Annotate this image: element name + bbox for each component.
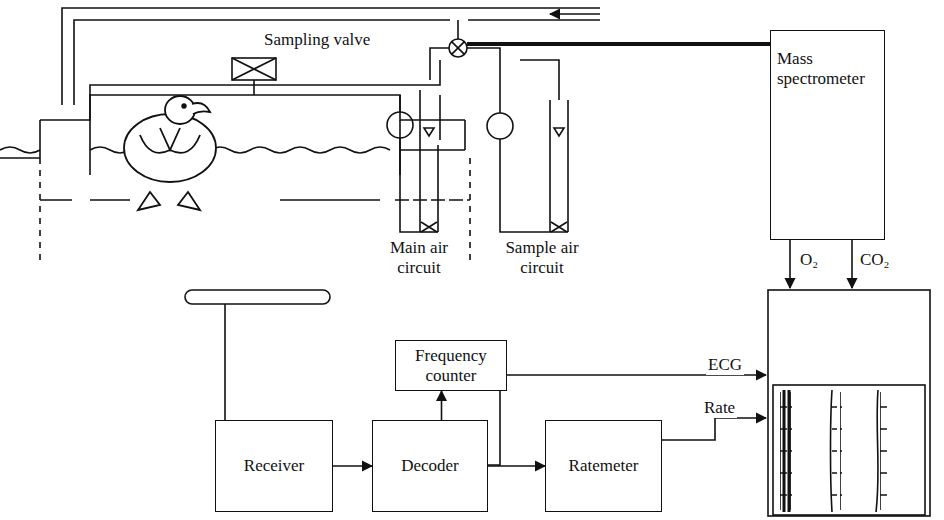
circuit-label: Sample air circuit bbox=[500, 238, 584, 277]
box-label: Mass spectrometer bbox=[777, 49, 880, 88]
signal-connector bbox=[333, 465, 372, 467]
receiver-box: Receiver bbox=[215, 420, 333, 512]
signal-connector bbox=[488, 465, 545, 467]
signal-connector bbox=[441, 391, 443, 420]
box-label: Ratemeter bbox=[569, 456, 639, 476]
circuit-label: Main air circuit bbox=[372, 238, 466, 277]
duck-figure bbox=[124, 96, 216, 210]
box-label: Frequency counter bbox=[396, 346, 506, 385]
gas-label: O₂ bbox=[798, 250, 820, 270]
box-label: Decoder bbox=[401, 456, 459, 476]
gas-label: CO₂ bbox=[858, 250, 892, 270]
air-pipes bbox=[0, 8, 600, 420]
ratemeter-box: Ratemeter bbox=[545, 420, 662, 512]
chart-recorder bbox=[488, 240, 930, 516]
valve-label: Sampling valve bbox=[262, 30, 372, 50]
decoder-box: Decoder bbox=[372, 420, 488, 512]
mass-spectrometer-box: Mass spectrometer bbox=[770, 30, 885, 240]
frequency-counter-box: Frequency counter bbox=[395, 340, 507, 391]
sample-line bbox=[467, 42, 770, 46]
box-label: Receiver bbox=[244, 456, 304, 476]
signal-label: ECG bbox=[706, 355, 744, 375]
signal-label: Rate bbox=[702, 398, 737, 418]
